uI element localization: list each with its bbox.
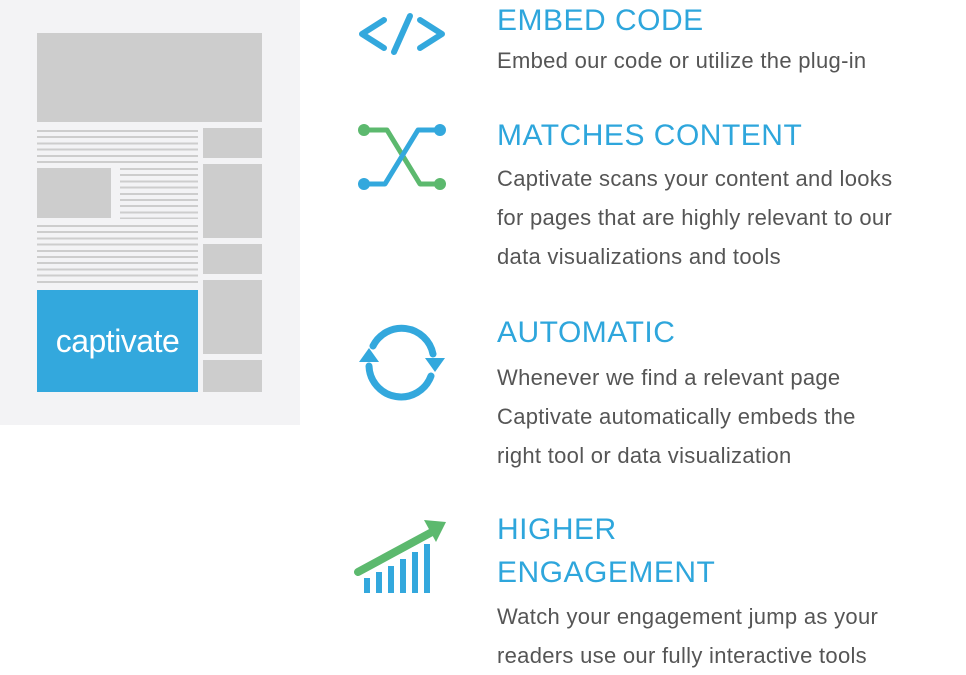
crossing-paths-icon: [358, 124, 446, 190]
feature-title-matches-content: MATCHES CONTENT: [497, 119, 803, 152]
captivate-embed-block: captivate: [37, 290, 198, 392]
code-icon: [359, 13, 445, 55]
growth-chart-icon: [354, 520, 446, 593]
image-placeholder: [37, 168, 111, 218]
refresh-icon: [359, 324, 445, 401]
feature-description: Embed our code or utilize the plug-in: [497, 48, 867, 73]
sidebar-placeholder: [203, 360, 262, 392]
text-lines-placeholder: [37, 130, 198, 163]
page-mockup-illustration: captivate: [0, 0, 300, 425]
text-lines-placeholder: [120, 168, 198, 219]
hero-image-placeholder: [37, 33, 262, 122]
sidebar-placeholder: [203, 164, 262, 238]
sidebar-placeholder: [203, 280, 262, 354]
feature-title-automatic: AUTOMATIC: [497, 316, 676, 349]
text-lines-placeholder: [37, 225, 198, 284]
sidebar-placeholder: [203, 128, 262, 158]
feature-title-embed-code: EMBED CODE: [497, 4, 704, 37]
sidebar-placeholder: [203, 244, 262, 274]
